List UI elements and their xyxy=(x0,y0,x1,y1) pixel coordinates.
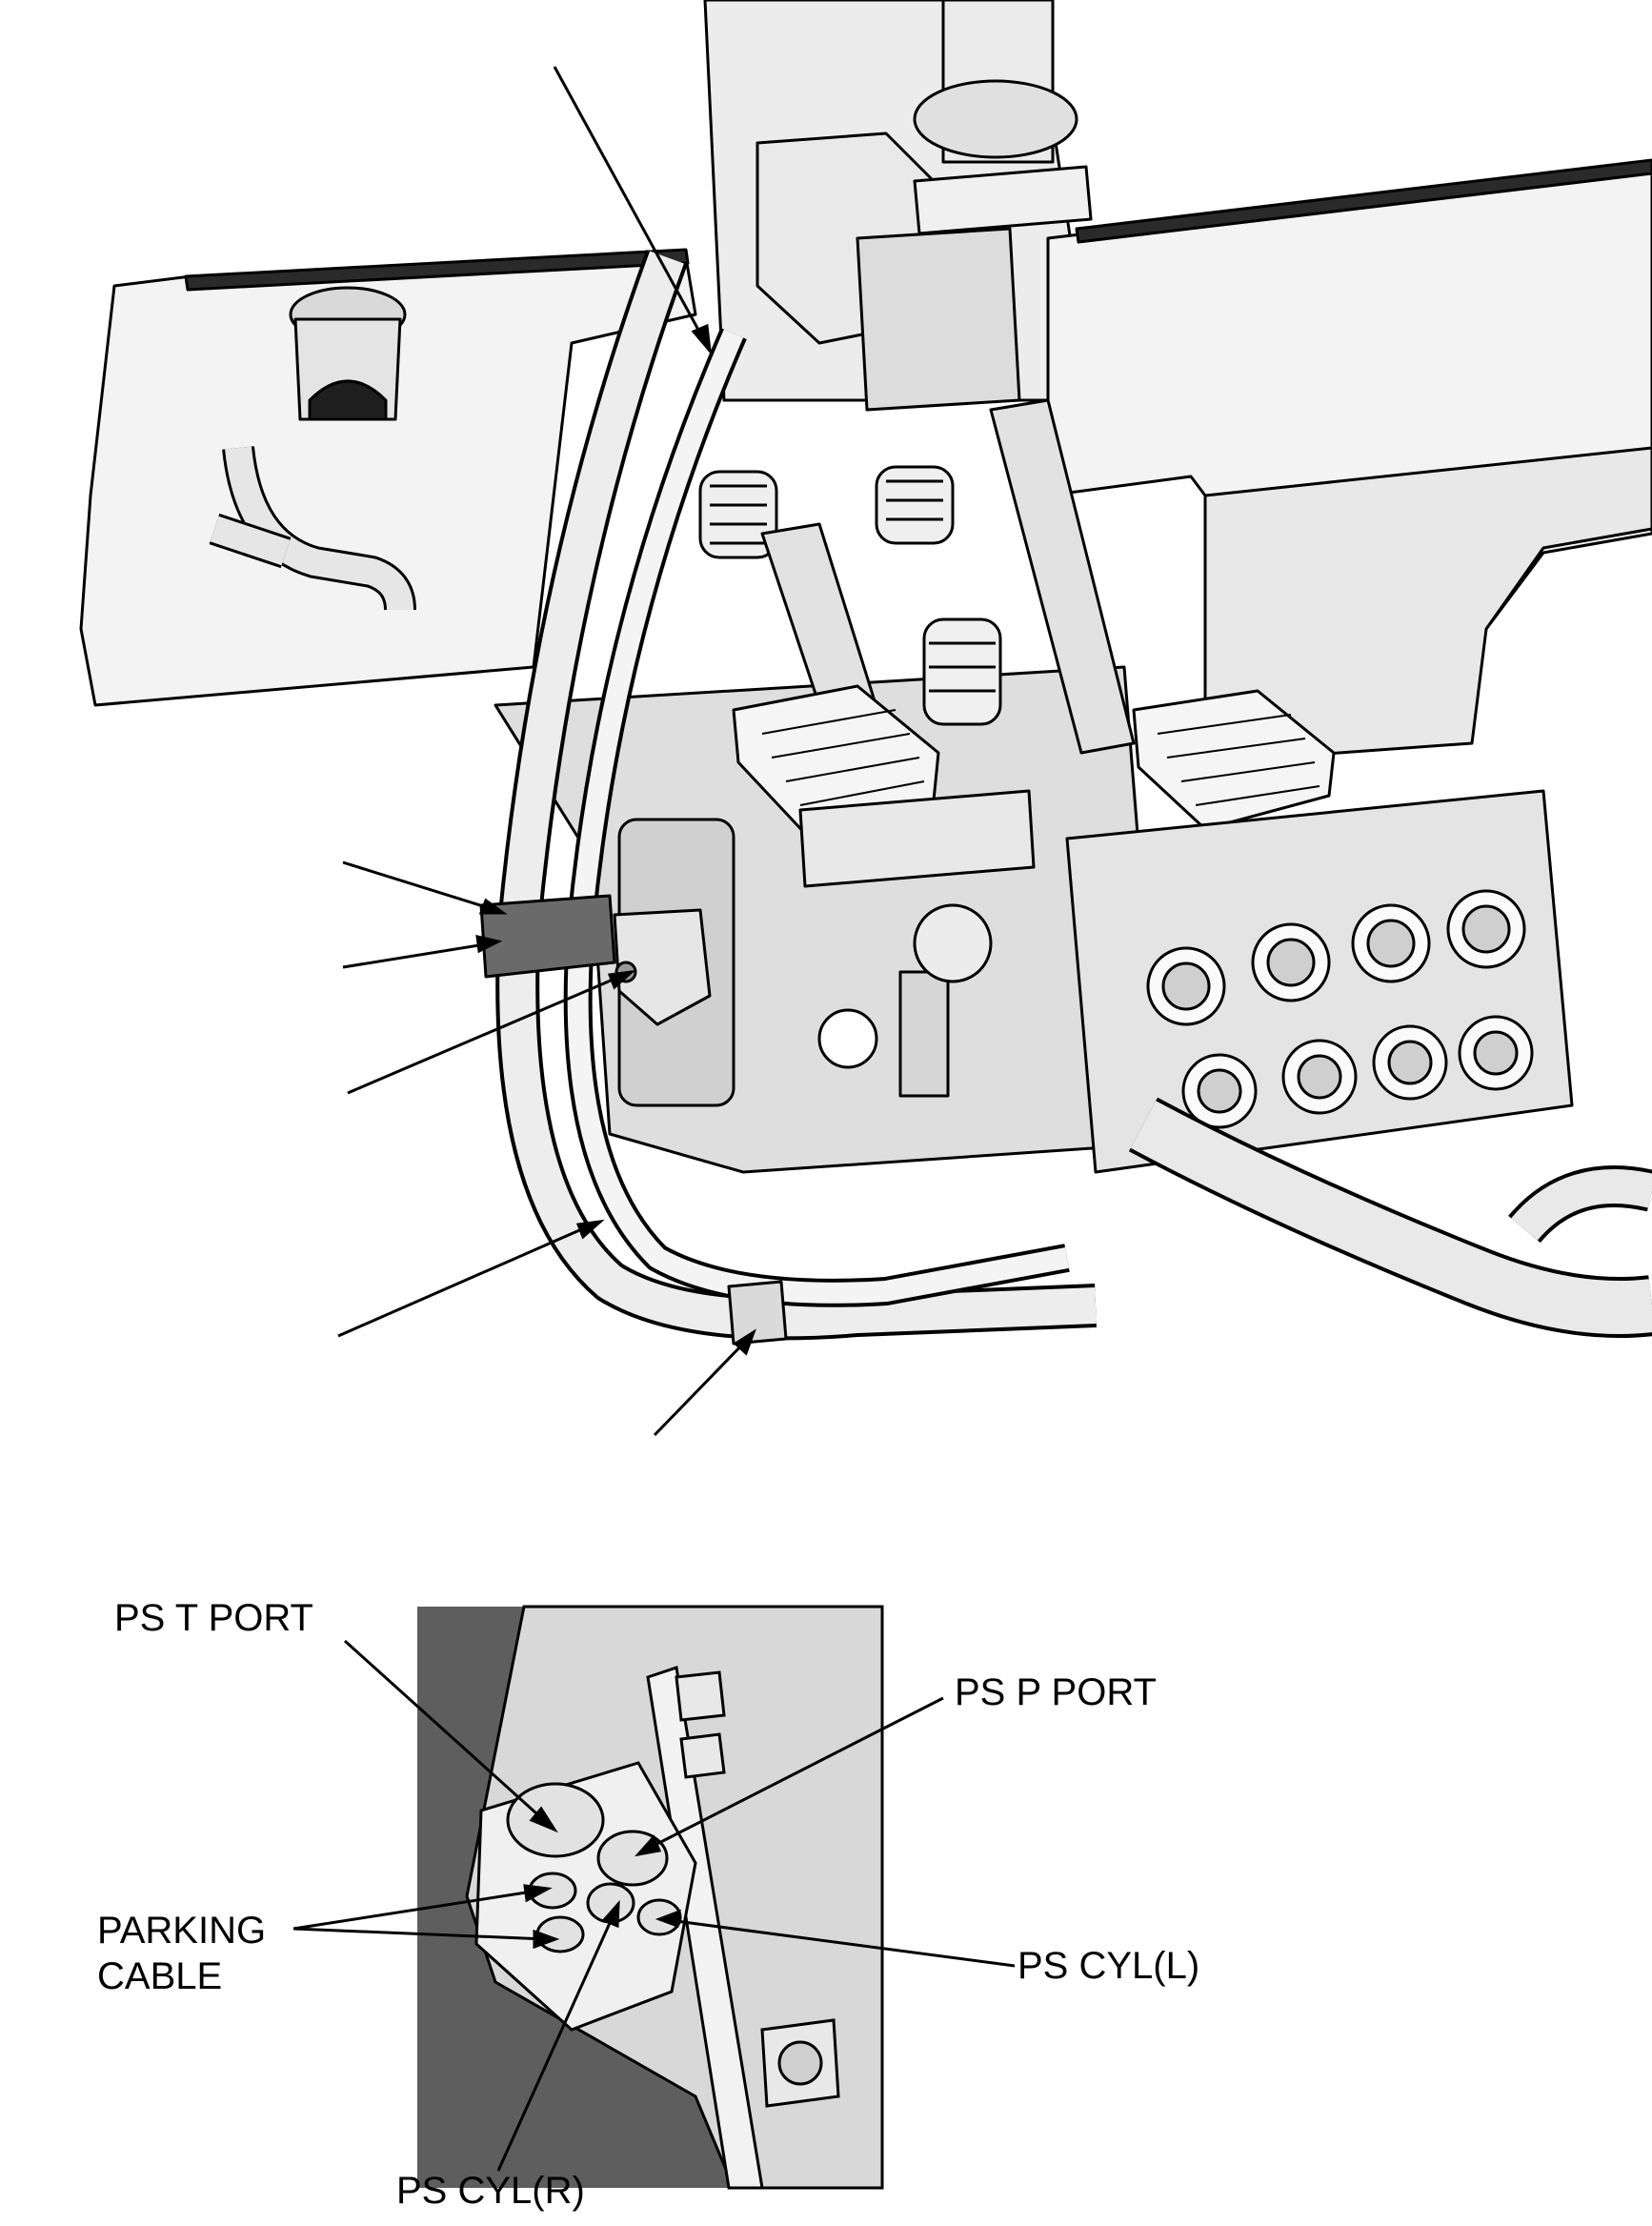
hose-clip xyxy=(727,1280,788,1346)
left-pipe-b-inner xyxy=(210,516,291,566)
column-housing xyxy=(856,227,1021,412)
main-assembly-view xyxy=(79,0,1652,1346)
valve-ports-upper xyxy=(1146,889,1526,1026)
label-ps-p-port: PS P PORT xyxy=(955,1671,1157,1713)
label-parking-cable-line1: PARKING xyxy=(97,1910,267,1952)
return-spring-left xyxy=(698,470,778,559)
label-parking-cable-line2: CABLE xyxy=(97,1955,223,1997)
valve-ports-lower xyxy=(1181,1015,1534,1129)
column-mount-bracket xyxy=(913,165,1093,235)
cylinder-end-cap xyxy=(913,903,993,983)
frame-top-edge xyxy=(184,248,690,292)
inset-vertical-rail xyxy=(646,1666,764,2190)
reservoir-window xyxy=(308,379,388,421)
frame-top-edge-right xyxy=(1075,158,1652,244)
return-spring-right xyxy=(875,465,955,545)
label-ps-cyl-r: PS CYL(R) xyxy=(396,2170,585,2212)
main-hydraulic-hose-inner xyxy=(1130,1101,1652,1334)
inset-port-ps-t xyxy=(506,1782,605,1858)
brake-pedal-right xyxy=(1132,689,1336,831)
label-parking-cable: PARKING CABLE xyxy=(97,1908,266,1999)
inset-port-ps-cyl-l xyxy=(636,1898,682,1936)
label-ps-t-port: PS T PORT xyxy=(114,1597,313,1639)
pedal-right-pad-grid xyxy=(1157,714,1320,806)
plate-bracket xyxy=(898,970,950,1098)
pedal-left-pad-grid xyxy=(761,709,925,806)
inset-leader-lines xyxy=(292,1639,1016,2172)
label-ps-cyl-l: PS CYL(L) xyxy=(1017,1945,1200,1987)
inset-port-ps-p xyxy=(596,1830,669,1887)
center-spring xyxy=(922,617,1002,726)
hose-ps-t-inner xyxy=(499,251,1097,1337)
main-view-leader-lines xyxy=(337,66,756,1437)
hose-ps-p-inner xyxy=(567,329,1069,1304)
pedal-arm-right xyxy=(989,398,1136,755)
master-cylinder xyxy=(798,789,1036,888)
hose-grommet-clamp xyxy=(479,894,616,979)
left-pipe-inner xyxy=(225,446,413,611)
column-collar xyxy=(913,79,1078,159)
plate-hole xyxy=(817,1008,878,1069)
inset-bolts xyxy=(675,1670,840,2108)
secondary-hose-inner xyxy=(1511,1169,1652,1241)
